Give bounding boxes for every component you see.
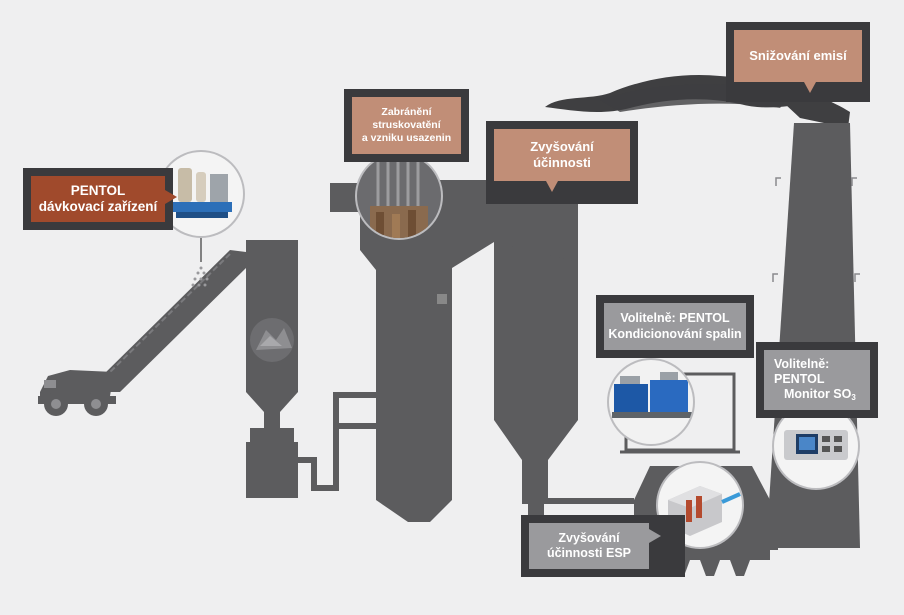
dump-truck-icon: [38, 370, 116, 416]
callout-dosing-box: PENTOL dávkovací zařízení: [31, 176, 177, 222]
callout-flue-gas-line2: Kondicionování spalin: [608, 326, 742, 341]
callout-esp-box: Zvyšování účinnosti ESP: [529, 523, 661, 569]
callout-flue-gas: Volitelně: PENTOL Kondicionování spalin: [596, 295, 754, 358]
callout-efficiency-box: Zvyšování účinnosti: [494, 129, 630, 192]
callout-flue-gas-box: Volitelně: PENTOL Kondicionování spalin: [604, 303, 746, 350]
callout-monitor-line3-sub: 3: [851, 393, 856, 403]
callout-esp-line1: Zvyšování: [558, 530, 620, 545]
callout-monitor-line1: Volitelně:: [774, 356, 830, 371]
callout-slagging-box: Zabránění struskovatění a vzniku usazeni…: [352, 97, 461, 154]
coal-silo: [246, 240, 298, 498]
callout-emissions: Snižování emisí: [726, 22, 870, 102]
conveyor-icon: [100, 250, 246, 392]
dosing-unit-icon: [157, 150, 245, 238]
callout-monitor: Volitelně: PENTOL Monitor SO3: [756, 342, 878, 418]
callout-monitor-line2: PENTOL: [774, 372, 825, 387]
flue-gas-conditioning-icon: [607, 358, 695, 446]
callout-esp-line2: účinnosti ESP: [546, 546, 632, 560]
callout-efficiency: Zvyšování účinnosti: [486, 121, 638, 204]
so3-monitor-icon: [772, 402, 860, 490]
callout-emissions-box: Snižování emisí: [734, 30, 862, 93]
callout-esp: Zvyšování účinnosti ESP: [521, 515, 685, 577]
callout-efficiency-line2: účinnosti: [533, 155, 591, 170]
callout-slagging-line3: a vzniku usazenin: [361, 131, 452, 144]
callout-emissions-line1: Snižování emisí: [749, 48, 847, 64]
callout-slagging-line1: Zabránění: [381, 106, 432, 119]
callout-monitor-box: Volitelně: PENTOL Monitor SO3: [764, 350, 870, 410]
callout-slagging-line2: struskovatění: [372, 119, 441, 132]
callout-slagging: Zabránění struskovatění a vzniku usazeni…: [344, 89, 469, 162]
callout-dosing-line1: PENTOL: [70, 182, 126, 198]
callout-monitor-line3: Monitor SO: [784, 387, 852, 402]
dosing-spray: [191, 236, 209, 287]
callout-dosing-line2: dávkovací zařízení: [38, 199, 158, 214]
coal-pile-icon: [250, 318, 294, 362]
ducts: [298, 392, 376, 491]
callout-flue-gas-line1: Volitelně: PENTOL: [620, 311, 730, 326]
boiler: [330, 180, 578, 522]
callout-efficiency-line1: Zvyšování: [530, 139, 594, 155]
callout-dosing: PENTOL dávkovací zařízení: [23, 168, 177, 230]
